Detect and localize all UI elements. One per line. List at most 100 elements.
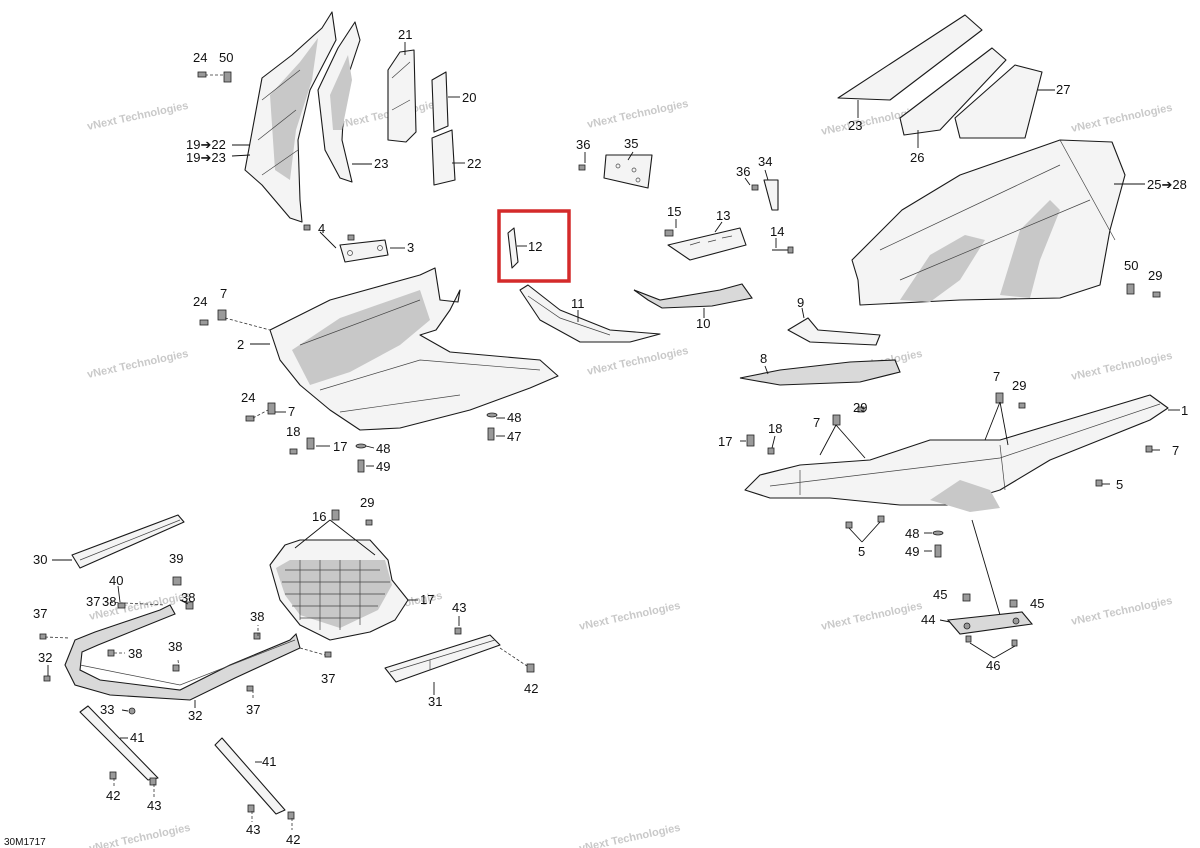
callout-48: 48 [376,441,390,456]
watermark: vNext Technologies [578,600,681,633]
callout-17: 17 [420,592,434,607]
callout-29: 29 [853,400,867,415]
callout-7: 7 [993,369,1000,384]
callout-37: 37 [33,606,47,621]
callout-48: 48 [507,410,521,425]
callout-45: 45 [933,587,947,602]
callout-44: 44 [921,612,935,627]
callout-42: 42 [286,832,300,847]
callout-42: 42 [524,681,538,696]
callout-36: 36 [736,164,750,179]
callout-8: 8 [760,351,767,366]
front-grille[interactable] [269,509,409,641]
front-grille-leaders [294,519,418,601]
callout-37: 37 [86,594,100,609]
callout-38: 38 [250,609,264,624]
callout-17: 17 [333,439,347,454]
callout-19-22: 19➔22 [186,137,226,152]
mount-plate[interactable] [946,593,1034,647]
callout-7: 7 [813,415,820,430]
callout-37: 37 [246,702,260,717]
callout-21: 21 [398,27,412,42]
watermark: vNext Technologies [1070,350,1173,383]
callout-48: 48 [905,526,919,541]
side-panel-assembly[interactable] [244,11,456,223]
callout-41: 41 [262,754,276,769]
callout-23: 23 [848,118,862,133]
main-body-panel[interactable] [744,392,1169,558]
mount-plate-leaders [939,619,1016,659]
callout-23: 23 [374,156,388,171]
bracket-assembly[interactable] [578,154,794,261]
callout-11: 11 [571,296,585,311]
callout-38: 38 [128,646,142,661]
callout-18: 18 [768,421,782,436]
callout-30: 30 [33,552,47,567]
part-10-trim[interactable] [633,283,753,318]
main-body-leaders [740,401,1180,616]
watermark: vNext Technologies [578,822,681,848]
callout-22: 22 [467,156,481,171]
callout-50: 50 [1124,258,1138,273]
watermark: vNext Technologies [86,100,189,133]
callout-32: 32 [38,650,52,665]
callout-24: 24 [241,390,255,405]
callout-38: 38 [181,590,195,605]
part-12-bracket[interactable] [507,227,527,269]
watermark: vNext Technologies [88,822,191,848]
callout-29: 29 [1148,268,1162,283]
callout-5: 5 [858,544,865,559]
callout-2: 2 [237,337,244,352]
figure-id: 30M1717 [4,837,46,848]
callout-46: 46 [986,658,1000,673]
callout-26: 26 [910,150,924,165]
callout-35: 35 [624,136,638,151]
callout-5: 5 [1116,477,1123,492]
hardware-24-50-top [197,71,232,83]
callout-7: 7 [220,286,227,301]
belly-pan-leaders [224,231,505,467]
bracket-leaders [584,151,777,248]
watermark: vNext Technologies [586,98,689,131]
callout-13: 13 [716,208,730,223]
part-11-trim[interactable] [519,284,661,343]
callout-40: 40 [109,573,123,588]
callout-45: 45 [1030,596,1044,611]
highlight-box [497,209,571,283]
callout-43: 43 [147,798,161,813]
callout-9: 9 [797,295,804,310]
bumper-leaders [44,559,326,830]
callout-49: 49 [905,544,919,559]
part-9-bracket[interactable] [787,307,881,346]
callout-50: 50 [219,50,233,65]
callout-7: 7 [1172,443,1179,458]
callout-37: 37 [321,671,335,686]
callout-20: 20 [462,90,476,105]
callout-10: 10 [696,316,710,331]
part-8-panel[interactable] [739,359,901,386]
watermark: vNext Technologies [1070,102,1173,135]
callout-18: 18 [286,424,300,439]
watermark: vNext Technologies [820,600,923,633]
callout-42: 42 [106,788,120,803]
callout-3: 3 [407,240,414,255]
callout-24: 24 [193,50,207,65]
callout-36: 36 [576,137,590,152]
belly-pan[interactable] [199,224,559,473]
upper-body-panel[interactable] [837,14,1161,306]
callout-25-28: 25➔28 [1147,177,1187,192]
callout-41: 41 [130,730,144,745]
callout-43: 43 [246,822,260,837]
rear-skid-bar[interactable] [384,627,535,683]
side-panel-leaders [205,42,465,165]
callout-49: 49 [376,459,390,474]
callout-32: 32 [188,708,202,723]
callout-15: 15 [667,204,681,219]
callout-16: 16 [312,509,326,524]
callout-47: 47 [507,429,521,444]
front-bumper[interactable] [39,514,332,820]
upper-body-leaders [857,89,1145,185]
callout-24: 24 [193,294,207,309]
callout-12: 12 [528,239,542,254]
